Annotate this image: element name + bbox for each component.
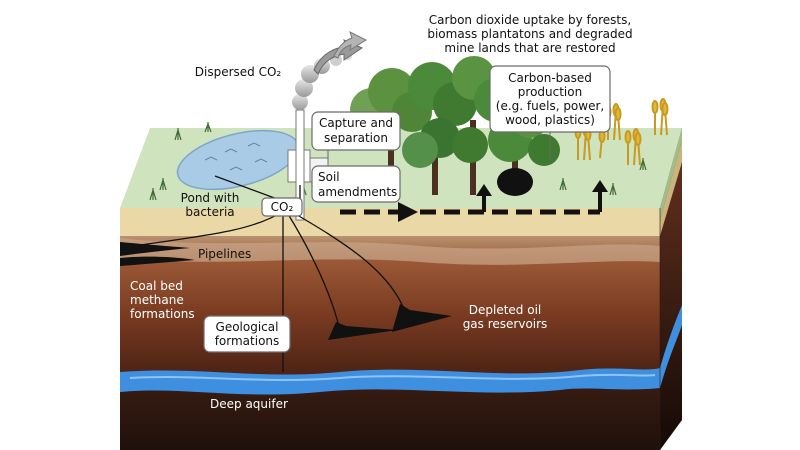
coal-bed-label-line1: Coal bed bbox=[130, 279, 183, 293]
uptake-label-line1: Carbon dioxide uptake by forests, bbox=[429, 13, 631, 27]
deep-aquifer-label: Deep aquifer bbox=[210, 397, 288, 411]
reservoir-wedge-1 bbox=[328, 322, 398, 340]
soil-light-band bbox=[120, 238, 660, 265]
capture-box bbox=[311, 111, 401, 151]
ground-block bbox=[120, 128, 682, 450]
capture-label-line1: Capture and bbox=[319, 116, 393, 130]
side-sand bbox=[660, 140, 682, 236]
grass-tufts bbox=[149, 122, 647, 201]
aquifer-band bbox=[120, 368, 660, 395]
uptake-arrowhead-left bbox=[476, 184, 492, 196]
reservoir-wedge-2 bbox=[392, 304, 452, 332]
aquifer-highlight bbox=[129, 373, 656, 381]
dispersal-arrow-upper bbox=[333, 31, 368, 59]
production-label-line3: (e.g. fuels, power, bbox=[496, 99, 604, 113]
aquifer-side bbox=[660, 305, 682, 388]
geological-label-line2: formations bbox=[215, 334, 280, 348]
soil-label-line1: Soil bbox=[318, 170, 340, 184]
uptake-label-line3: mine lands that are restored bbox=[444, 41, 615, 55]
soil-amendments-box bbox=[311, 165, 401, 203]
transport-arrowhead bbox=[398, 202, 418, 222]
production-label-line2: production bbox=[518, 85, 582, 99]
geological-box bbox=[203, 315, 291, 353]
soil-label-line2: amendments bbox=[318, 185, 397, 199]
capture-label-line2: separation bbox=[324, 131, 388, 145]
pond bbox=[176, 129, 300, 191]
coal-seam bbox=[120, 242, 195, 266]
uptake-label-line2: biomass plantatons and degraded bbox=[427, 27, 632, 41]
co2-box bbox=[261, 197, 303, 217]
geological-label-line1: Geological bbox=[216, 320, 279, 334]
depleted-label-line2: gas reservoirs bbox=[463, 317, 548, 331]
pipelines-label: Pipelines bbox=[198, 247, 251, 261]
pond-label-line2: bacteria bbox=[185, 205, 234, 219]
dispersed-co2-label: Dispersed CO₂ bbox=[195, 65, 282, 79]
coal-bed-label-line3: formations bbox=[130, 307, 195, 321]
pipeline-reservoir-1 bbox=[287, 213, 341, 331]
pond-label-line1: Pond with bbox=[181, 191, 240, 205]
co2-label: CO₂ bbox=[271, 200, 294, 214]
coal-bed-label-line2: methane bbox=[130, 293, 184, 307]
pipeline-reservoir-2 bbox=[291, 211, 406, 313]
flow-lines bbox=[119, 132, 608, 372]
production-label-line4: wood, plastics) bbox=[505, 113, 595, 127]
production-box bbox=[489, 65, 611, 133]
production-label-line1: Carbon-based bbox=[508, 71, 592, 85]
uptake-arrowhead-right bbox=[592, 180, 608, 192]
labels: Carbon dioxide uptake by forests, biomas… bbox=[130, 13, 633, 411]
depleted-label-line1: Depleted oil bbox=[469, 303, 542, 317]
pipeline-coal bbox=[119, 211, 283, 249]
side-grass bbox=[660, 128, 682, 220]
